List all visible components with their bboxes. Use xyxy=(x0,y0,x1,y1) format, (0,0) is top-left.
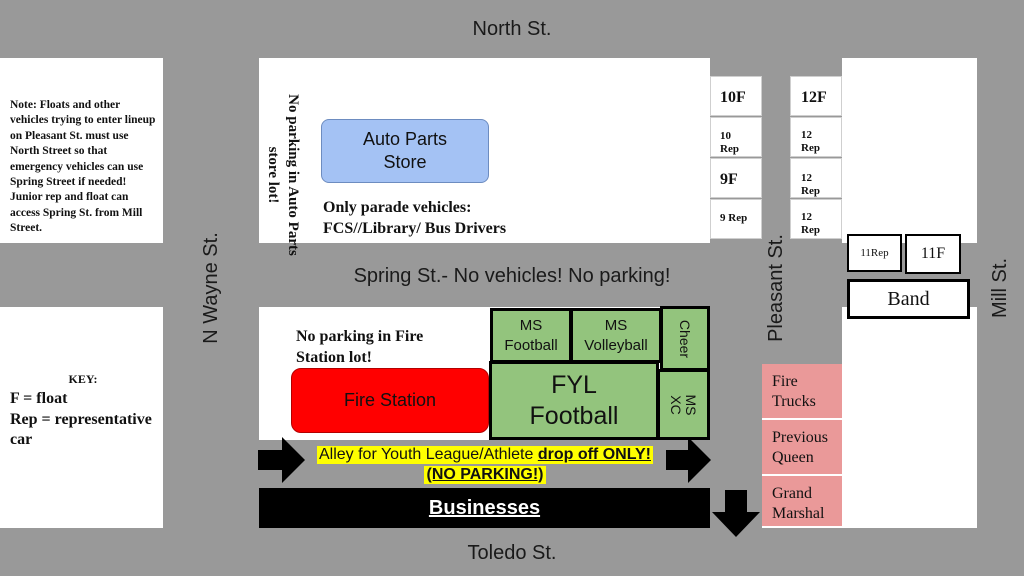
lineup-12rep-1: 12 Rep xyxy=(790,117,842,157)
pleasant-street-label: Pleasant St. xyxy=(764,234,787,342)
ms-xc-label: MS XC xyxy=(668,375,699,435)
parade-vehicles-line2: FCS//Library/ Bus Drivers xyxy=(323,220,507,237)
lineup-11rep: 11Rep xyxy=(847,234,902,272)
businesses-block: Businesses xyxy=(259,488,710,528)
cheer-label: Cheer xyxy=(677,319,693,359)
fire-station-no-parking: No parking in Fire Station lot! xyxy=(296,328,424,366)
block-east-lower xyxy=(842,307,977,528)
pleasant-south-arrow-icon xyxy=(712,490,760,537)
grand-marshal: Grand Marshal xyxy=(762,476,842,528)
auto-parts-no-parking: No parking in Auto Parts store lot! xyxy=(261,90,305,260)
ms-xc-area xyxy=(657,369,710,440)
block-east xyxy=(842,58,977,243)
band: Band xyxy=(847,279,970,319)
businesses-label: Businesses xyxy=(428,496,541,519)
alley-text: Alley for Youth League/Athlete xyxy=(318,445,538,463)
lineup-9f: 9F xyxy=(710,158,762,198)
lineup-10rep-label: 10 Rep xyxy=(720,130,739,155)
lineup-12rep-2-label: 12 Rep xyxy=(801,172,820,197)
fire-trucks: Fire Trucks xyxy=(762,364,842,420)
spring-street-label: Spring St.- No vehicles! No parking! xyxy=(353,264,671,287)
ms-volleyball-field: MS Volleyball xyxy=(570,308,662,363)
fire-station: Fire Station xyxy=(291,368,489,433)
key-float: F = float xyxy=(10,390,68,407)
toledo-street-label: Toledo St. xyxy=(467,541,557,564)
ms-volleyball-label: MS Volleyball xyxy=(584,316,648,354)
mill-street xyxy=(977,0,1024,576)
lineup-10f: 10F xyxy=(710,76,762,116)
auto-parts-store: Auto Parts Store xyxy=(321,119,489,183)
parade-vehicles-line1: Only parade vehicles: xyxy=(323,199,472,216)
alley-entry-arrow-icon xyxy=(258,437,305,483)
wayne-street-label: N Wayne St. xyxy=(199,232,222,344)
block-northwest xyxy=(0,58,163,243)
block-west xyxy=(0,307,163,528)
lineup-12rep-3: 12 Rep xyxy=(790,199,842,239)
note-text: Note: Floats and other vehicles trying t… xyxy=(10,99,156,235)
lineup-12rep-3-label: 12 Rep xyxy=(801,211,820,236)
ms-football-label: MS Football xyxy=(504,316,558,354)
alley-line1: Alley for Youth League/Athlete drop off … xyxy=(260,444,710,465)
lineup-12rep-1-label: 12 Rep xyxy=(801,129,820,154)
previous-queen: Previous Queen xyxy=(762,420,842,476)
lineup-9rep: 9 Rep xyxy=(710,199,762,239)
wayne-street xyxy=(163,0,259,576)
ms-xc-label-text: MS XC xyxy=(668,394,699,416)
cheer-area xyxy=(660,306,710,371)
north-street-label: North St. xyxy=(472,17,552,40)
alley-emphasis: drop off ONLY! xyxy=(537,445,651,463)
key-title: KEY: xyxy=(68,371,98,386)
lineup-12rep-2: 12 Rep xyxy=(790,158,842,198)
mill-street-label: Mill St. xyxy=(988,258,1011,318)
lineup-10rep: 10 Rep xyxy=(710,117,762,157)
lineup-12f: 12F xyxy=(790,76,842,116)
alley-line2: (NO PARKING!) xyxy=(260,464,710,485)
fyl-football-field: FYL Football xyxy=(489,361,659,440)
lineup-11f: 11F xyxy=(905,234,961,274)
fyl-football-label: FYL Football xyxy=(529,370,619,430)
alley-no-parking: (NO PARKING!) xyxy=(424,465,546,484)
key-rep: Rep = representative car xyxy=(10,411,152,448)
ms-football-field: MS Football xyxy=(490,308,572,363)
auto-parts-store-label: Auto Parts Store xyxy=(362,129,448,172)
auto-parts-no-parking-text: No parking in Auto Parts store lot! xyxy=(265,94,301,256)
alley-highlight-1: Alley for Youth League/Athlete drop off … xyxy=(316,445,653,464)
alley-exit-arrow-icon xyxy=(666,437,711,483)
